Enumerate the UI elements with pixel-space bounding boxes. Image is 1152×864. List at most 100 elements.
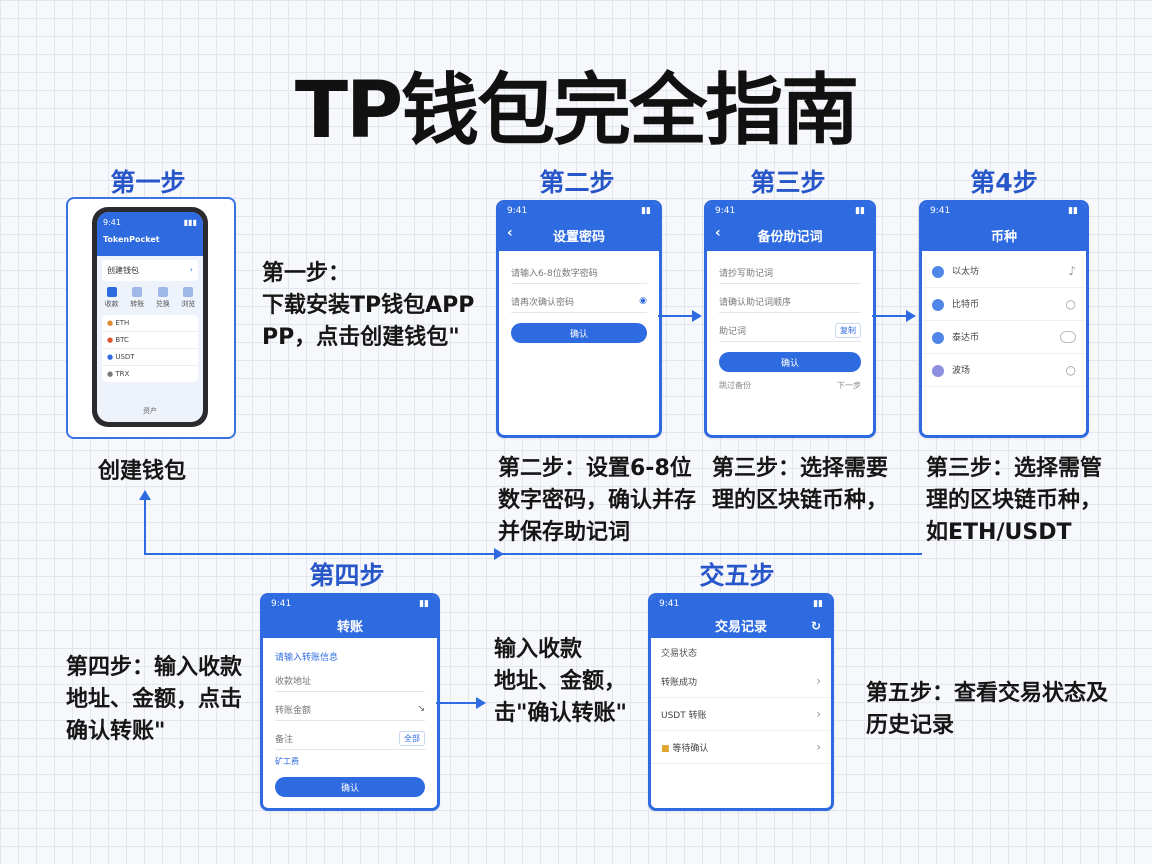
coin-icon [932,298,944,311]
connector-line [144,497,146,554]
coin-icon: ■ [661,743,670,754]
coin-icon: ● [107,370,114,378]
list-item[interactable]: ● BTC [102,332,198,349]
mnemonic-copy-field[interactable]: 助记词复制 [719,319,861,342]
connector-line [144,553,922,555]
phone-quick-actions: 收款 转账 兑换 浏览 [99,287,201,309]
swap-icon [157,287,168,297]
circle-icon: ○ [1065,363,1076,377]
list-item[interactable]: ● USDT [102,349,198,366]
coin-icon: ● [107,319,114,327]
confirm-transfer-button[interactable]: 确认 [275,777,425,797]
scan-icon[interactable]: ↘ [417,704,425,714]
screen-title: 备份助记词 [757,229,823,245]
memo-field[interactable]: 备注全部 [275,727,425,750]
battery-icon: ▮▮ [419,599,429,609]
amount-field[interactable]: 转账金额↘ [275,698,425,721]
phone-action-browse[interactable]: 浏览 [181,287,195,309]
password-field[interactable]: 请输入6-8位数字密码 [511,261,647,284]
page-title: TP钱包完全指南 [294,66,859,156]
next-link[interactable]: 下一步 [837,381,861,390]
chevron-right-icon: › [816,674,821,688]
browser-icon [183,287,194,297]
arrow-connector [658,315,694,317]
phone-action-swap[interactable]: 兑换 [156,287,170,309]
screen-transaction-history: 9:41▮▮ 交易记录↻ 交易状态 转账成功› USDT 转账› ■ 等待确认› [648,593,834,811]
phone-create-card[interactable]: 创建钱包 › [102,260,198,281]
confirm-button[interactable]: 确认 [511,323,647,343]
battery-icon: ▮▮ [855,206,865,216]
circle-icon: ○ [1065,297,1076,311]
list-item[interactable]: ● ETH [102,315,198,332]
fee-note: 矿工费 [275,757,299,766]
list-item[interactable]: 转账成功› [651,665,831,698]
screen-transfer: 9:41▮▮ 转账 请输入转账信息 收款地址 转账金额↘ 备注全部 矿工费 确认 [260,593,440,811]
phone-signal-icon: ▮▮▮ [183,218,197,227]
arrow-right-icon [494,548,504,560]
caption-step4: 第三步：选择需管 理的区块链币种， 如ETH/USDT [926,456,1103,545]
phone-card-title: 创建钱包 [107,266,139,275]
step1-bottom-label: 创建钱包 [98,459,187,484]
screen-title: 转账 [336,619,363,635]
list-item[interactable]: 波场○ [922,354,1086,387]
phone-time: 9:41 [103,218,121,227]
list-item[interactable]: 比特币○ [922,288,1086,321]
phone-tabbar[interactable]: 资产 [143,407,157,415]
phone-screen: 9:41▮▮▮ TokenPocket 创建钱包 › 收款 转账 兑换 浏览 ●… [97,212,203,422]
step-heading-4: 第4步 [970,168,1038,197]
screen-set-password: 9:41▮▮ ‹设置密码 请输入6-8位数字密码 请再次确认密码◉ 确认 [496,200,662,438]
step1-panel: 9:41▮▮▮ TokenPocket 创建钱包 › 收款 转账 兑换 浏览 ●… [66,197,236,439]
step-heading-6: 交五步 [699,561,775,590]
coin-icon [932,364,944,377]
copy-tag[interactable]: 复制 [835,322,861,338]
step-heading-3: 第三步 [750,168,826,197]
list-item[interactable]: 以太坊♪ [922,255,1086,288]
mnemonic-order-field[interactable]: 请确认助记词顺序 [719,290,861,313]
screen-backup-mnemonic: 9:41▮▮ ‹备份助记词 请抄写助记词 请确认助记词顺序 助记词复制 确认 跳… [704,200,876,438]
address-field[interactable]: 收款地址 [275,669,425,692]
list-item[interactable]: ■ 等待确认› [651,731,831,764]
step-heading-1: 第一步 [110,168,186,197]
arrow-connector [872,315,908,317]
list-item[interactable]: ● TRX [107,370,130,378]
form-label: 请输入转账信息 [275,653,339,663]
eye-icon[interactable]: ◉ [639,296,647,306]
list-item[interactable]: 泰达币 [922,321,1086,354]
arrow-connector [436,702,478,704]
send-icon [132,287,143,297]
toggle-switch[interactable] [1060,331,1076,343]
chevron-right-icon: › [816,707,821,721]
history-label: 交易状态 [661,649,698,659]
back-arrow-icon[interactable]: ‹ [507,225,513,241]
skip-link[interactable]: 跳过备份 [719,381,751,390]
step-heading-2: 第二步 [539,168,615,197]
caption-step5: 第四步：输入收款 地址、金额，点击 确认转账" [66,655,243,744]
chevron-right-icon: › [189,265,193,274]
arrow-right-icon [692,310,702,322]
battery-icon: ▮▮ [641,206,651,216]
step-heading-5: 第四步 [309,561,385,590]
refresh-icon[interactable]: ↻ [810,619,821,633]
confirm-button[interactable]: 确认 [719,352,861,372]
arrow-right-icon [476,697,486,709]
battery-icon: ▮▮ [1068,206,1078,216]
back-arrow-icon[interactable]: ‹ [715,225,721,241]
confirm-password-field[interactable]: 请再次确认密码◉ [511,290,647,313]
arrow-right-icon [906,310,916,322]
screen-title: 设置密码 [552,229,605,245]
mnemonic-field[interactable]: 请抄写助记词 [719,261,861,284]
battery-icon: ▮▮ [813,599,823,609]
list-item[interactable]: USDT 转账› [651,698,831,731]
phone-frame: 9:41▮▮▮ TokenPocket 创建钱包 › 收款 转账 兑换 浏览 ●… [92,207,208,427]
receive-icon [106,287,117,297]
coin-icon [932,265,944,278]
caption-step6: 输入收款 地址、金额， 击"确认转账" [494,637,627,726]
phone-action-receive[interactable]: 收款 [105,287,119,309]
caption-step1: 第一步： 下载安装TP钱包APP PP，点击创建钱包" [262,261,475,350]
caption-step2: 第二步：设置6-8位 数字密码，确认并存 并保存助记词 [498,456,697,545]
coin-icon: ● [107,336,114,344]
screen-title: 交易记录 [714,619,767,635]
chevron-right-icon: › [816,740,821,754]
all-tag[interactable]: 全部 [399,730,425,746]
phone-action-send[interactable]: 转账 [130,287,144,309]
